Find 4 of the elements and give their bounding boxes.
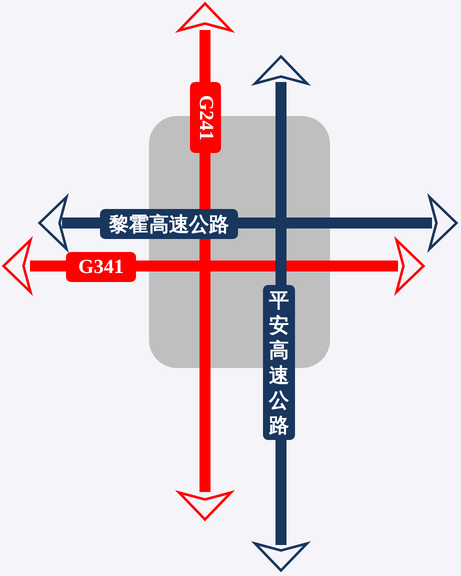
- road-label: 平安高速公路: [263, 285, 295, 440]
- road-label: G241: [190, 82, 221, 153]
- road-label: 黎霍高速公路: [100, 209, 238, 239]
- road-label: G341: [66, 252, 136, 282]
